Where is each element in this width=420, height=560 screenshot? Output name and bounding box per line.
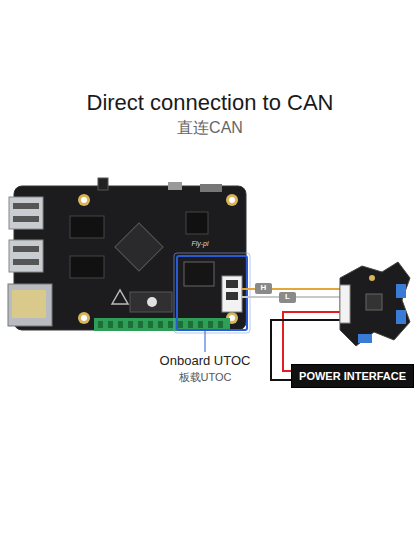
usb-slot [13,203,39,209]
usb-slot [13,216,39,222]
soc-chip [115,223,163,271]
can-pin [226,292,238,300]
toolhead-connector [396,284,406,298]
chip [186,212,208,234]
title: Direct connection to CAN [87,90,334,116]
mount-hole [226,194,238,206]
power-interface-box: POWER INTERFACE [291,364,414,388]
toolhead-chip [366,294,382,310]
subtitle: 直连CAN [177,120,243,136]
ethernet-label [12,290,46,318]
mount-hole [78,194,90,206]
slot-screw [147,297,157,307]
utoc-glow [174,253,250,333]
board-name: Fly-pi [191,240,208,247]
mount-hole [78,312,90,324]
toolhead-terminal [340,285,350,323]
mount-hole [369,275,375,281]
usb-slot [13,259,39,265]
callout-label: Onboard UTOC [160,354,251,367]
storage-slot [130,292,172,312]
mount-hole [81,197,87,203]
signal-name: H [261,284,267,292]
can-pin [226,280,238,288]
toolhead-connector [396,310,406,324]
can-connector [184,262,214,286]
usb-port [9,240,43,272]
toolhead-connector [358,334,372,343]
mount-hole [81,315,87,321]
ethernet-jack [8,284,52,326]
wire-tag [279,292,296,303]
node-text: POWER INTERFACE [299,369,406,383]
ram-chip [70,216,104,238]
leader-line [205,331,206,352]
usb-c-port [168,182,182,190]
usb-port [9,197,43,229]
utoc-highlight [177,256,247,330]
hdmi-port [200,184,222,192]
callout-label: 板载UTOC [179,372,232,383]
logo-mark [112,290,128,304]
signal-name: L [285,293,290,301]
toolhead-board [340,262,410,346]
wire-tag [255,283,272,294]
audio-jack [98,178,108,190]
usb-slot [13,246,39,252]
mount-hole [229,197,235,203]
ram-chip [70,256,104,278]
can-terminal [222,276,242,312]
